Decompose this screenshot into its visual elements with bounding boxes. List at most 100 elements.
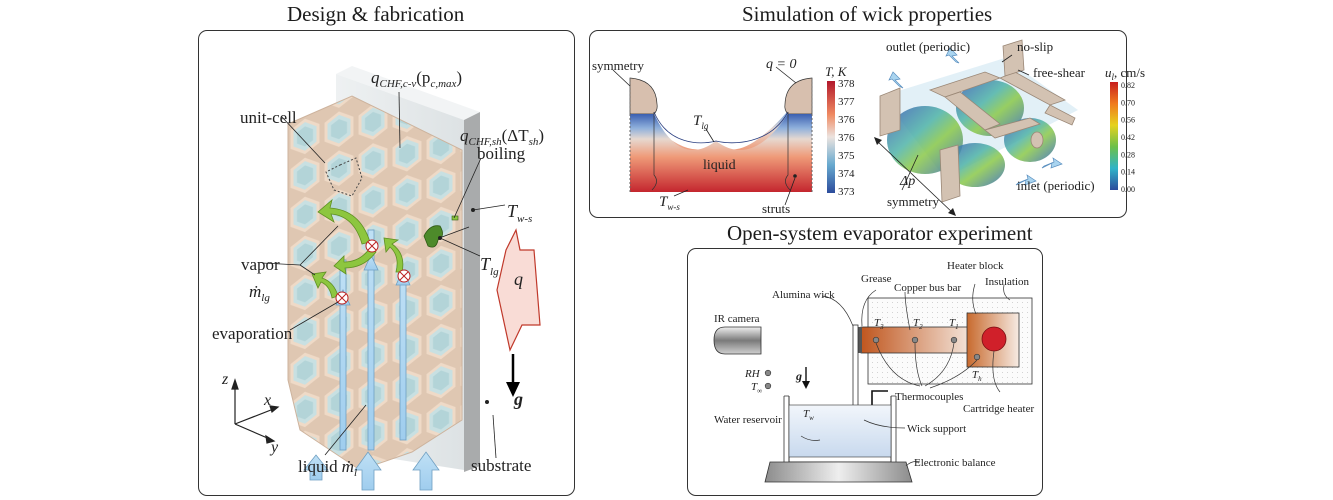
simulation-panel-title: Simulation of wick properties (742, 2, 993, 26)
velocity-colorbar-title: ul, cm/s (1105, 65, 1145, 82)
water (788, 404, 892, 458)
outlet-label: outlet (periodic) (886, 39, 970, 54)
t-ws-sim-label: Tw-s (659, 194, 680, 212)
velocity-colorbar-tick-label: 0.56 (1121, 116, 1135, 125)
t3-label: T3 (874, 317, 884, 331)
liquid-sim-label: liquid (703, 158, 736, 173)
axis-z-label: z (221, 371, 229, 388)
strut-outline-right (785, 112, 791, 191)
m-lg-label: ṁlg (249, 282, 270, 304)
t-w-label: Tw (803, 408, 814, 422)
vapor-flow-arrows (311, 198, 404, 299)
water-reservoir-label: Water reservoir (714, 414, 782, 426)
grease-layer (858, 327, 862, 353)
gravity-arrow (506, 354, 520, 397)
t-lg-sim-label: Tlg (693, 113, 709, 131)
temperature-colorbar-ticks: 378 377 376 376 375 374 373 (838, 78, 855, 198)
meniscus-liquid (630, 114, 812, 192)
electronic-balance (764, 461, 913, 483)
temperature-colorbar-tick-label: 376 (838, 114, 855, 126)
velocity-colorbar-tick-label: 0.28 (1121, 150, 1135, 159)
temperature-colorbar-tick-label: 374 (838, 168, 855, 180)
t-lg-label: Tlg (480, 254, 499, 278)
water-reservoir-outer (783, 395, 897, 462)
ir-camera-label: IR camera (714, 313, 760, 325)
temperature-colorbar-tick-label: 373 (838, 186, 855, 198)
streamlines-region-2 (956, 80, 1024, 136)
streamlines-region-4 (945, 143, 1005, 187)
inlet-label: inlet (periodic) (1017, 178, 1095, 193)
delta-p-arrowhead-top (874, 137, 882, 145)
velocity-colorbar-ticks: 0.820.700.560.420.280.140.00 (1121, 81, 1135, 194)
cartridge-heater (981, 326, 1007, 352)
q-chf-cv-label: qCHF,c-v(pc,max) (371, 68, 462, 90)
design-leader-lines (261, 91, 506, 459)
boiling-label: boiling (477, 144, 526, 163)
symmetry-label: symmetry (592, 58, 644, 73)
substrate-top (336, 66, 480, 120)
t1-label: T1 (949, 317, 959, 331)
experiment-leaders (800, 283, 1011, 467)
velocity-colorbar-tick-label: 0.82 (1121, 81, 1135, 90)
axis-x-label: x (263, 392, 271, 409)
gravity-exp-label: g (795, 369, 802, 383)
velocity-colorbar (1110, 82, 1118, 190)
gravity-arrow-exp (802, 367, 810, 389)
boiling-bubble (423, 225, 443, 248)
q-zero-label: q = 0 (766, 57, 796, 72)
evaporation-sites (335, 239, 411, 305)
velocity-symmetry-label: symmetry (887, 194, 939, 209)
experiment-panel-title: Open-system evaporator experiment (727, 221, 1033, 245)
velocity-colorbar-tick-label: 0.14 (1121, 168, 1135, 177)
temperature-colorbar-tick-label: 376 (838, 132, 855, 144)
unit-cell-outline (325, 157, 363, 197)
th-label: Th (972, 369, 982, 383)
substrate-label: substrate (471, 456, 531, 475)
coordinate-axes (231, 378, 280, 444)
grease-label: Grease (861, 273, 892, 285)
temperature-colorbar-tick-label: 377 (838, 96, 855, 108)
vapor-label: vapor (241, 255, 280, 274)
no-slip-label: no-slip (1017, 39, 1053, 54)
alumina-wick (852, 324, 859, 419)
substrate-side (464, 112, 480, 472)
evaporation-label: evaporation (212, 324, 293, 343)
wick-support-label: Wick support (907, 423, 966, 435)
design-panel-title: Design & fabrication (287, 2, 465, 26)
unit-cell-label: unit-cell (240, 108, 297, 127)
temperature-colorbar-tick-label: 375 (838, 150, 855, 162)
temperature-leaders (612, 66, 797, 206)
gravity-label: g (513, 389, 523, 409)
heat-flux-arrow (496, 228, 541, 352)
t2-label: T2 (913, 317, 923, 331)
q-chf-sh-label: qCHF,sh(ΔTsh) (460, 126, 544, 148)
axis-y-label: y (269, 439, 279, 456)
temperature-colorbar (827, 81, 835, 193)
delta-p-label: Δp (899, 174, 915, 189)
struts-label: struts (762, 201, 790, 216)
temperature-colorbar-tick-label: 378 (838, 78, 855, 90)
rh-label: RH (744, 368, 761, 380)
heater-block-label: Heater block (947, 260, 1004, 272)
temperature-colorbar-title: T, K (825, 64, 848, 79)
velocity-colorbar-tick-label: 0.42 (1121, 133, 1135, 142)
insulation-label: Insulation (985, 276, 1029, 288)
velocity-colorbar-tick-label: 0.00 (1121, 185, 1135, 194)
cartridge-heater-label: Cartridge heater (963, 403, 1034, 415)
ir-camera (713, 326, 762, 355)
q-heat-flux-label: q (514, 269, 523, 289)
delta-p-arrowhead-bottom (948, 208, 956, 216)
velocity-leaders (875, 54, 1030, 215)
liquid-flow-arrows (303, 229, 440, 491)
thermocouples-label: Thermocouples (895, 391, 963, 403)
free-shear-label: free-shear (1033, 65, 1086, 80)
t-ws-label: Tw-s (507, 201, 532, 225)
alumina-wick-label: Alumina wick (772, 289, 835, 301)
strut-outline-left (651, 112, 657, 191)
meniscus-curve (653, 111, 789, 144)
